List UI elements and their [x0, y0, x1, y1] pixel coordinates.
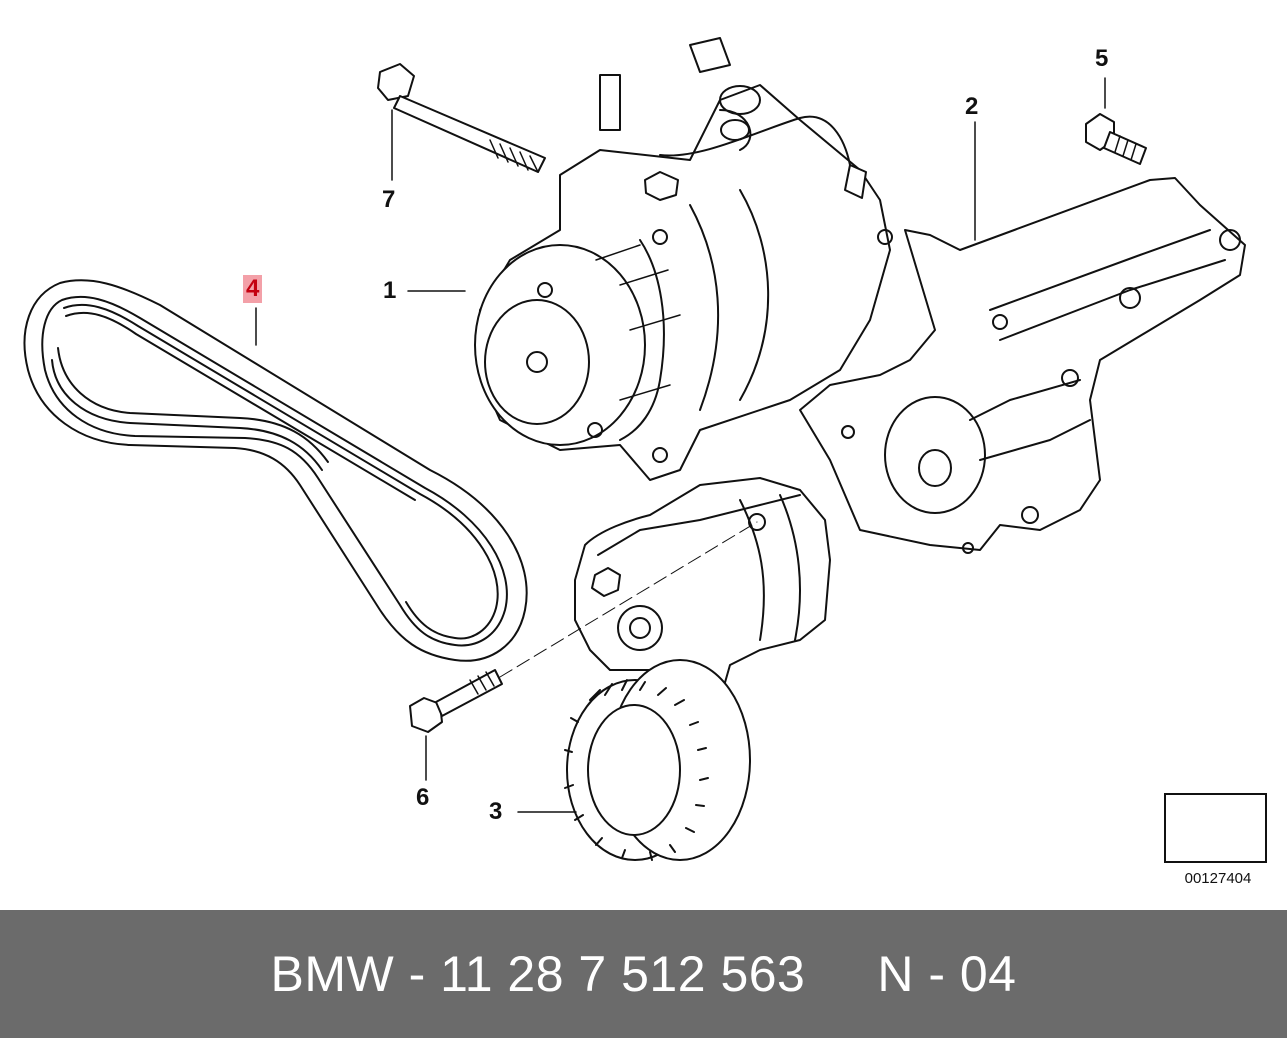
hex-bolt-short-icon: [1085, 77, 1147, 165]
callout-1: 1: [383, 277, 397, 304]
callout-7: 7: [382, 186, 396, 213]
ribbed-v-belt-icon: [23, 279, 528, 662]
hex-bolt-medium-icon: [409, 521, 758, 781]
reference-box: [1164, 793, 1267, 863]
mounting-bracket-icon: [799, 121, 1246, 554]
part-number-footer: BMW - 11 28 7 512 563 N - 04: [0, 910, 1287, 1038]
ac-compressor-icon: [407, 37, 893, 481]
part-number-text: BMW - 11 28 7 512 563 N - 04: [270, 946, 1017, 1002]
diagram-reference-number: 00127404: [1184, 870, 1252, 887]
hex-bolt-long-icon: [377, 63, 546, 181]
callout-5: 5: [1095, 45, 1109, 72]
exploded-parts-diagram: [23, 37, 1257, 861]
callout-2: 2: [965, 93, 979, 120]
callout-3: 3: [489, 798, 503, 825]
belt-tensioner-icon: [517, 477, 831, 861]
callout-6: 6: [416, 784, 430, 811]
callout-4: 4: [243, 275, 263, 303]
